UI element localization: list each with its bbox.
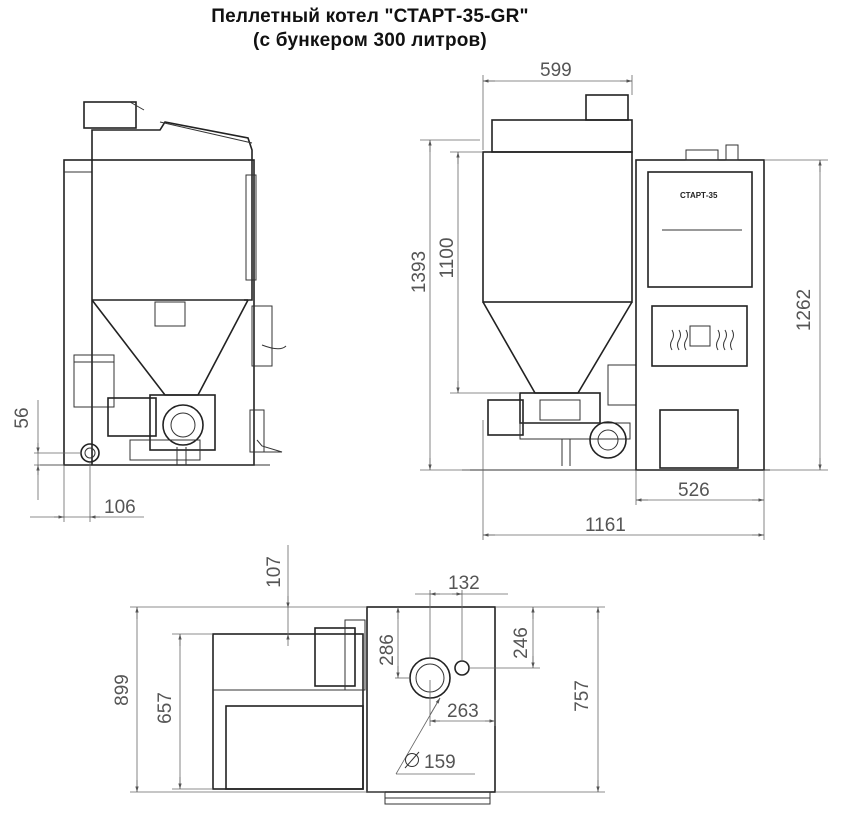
dim-1262: 1262 xyxy=(794,289,815,331)
top-view: 107 132 286 246 899 657 xyxy=(112,545,605,805)
side-outlet-pipe xyxy=(80,443,100,463)
dim-899: 899 xyxy=(112,674,133,706)
dim-599: 599 xyxy=(540,60,572,81)
side-burner-wheel xyxy=(162,404,204,446)
side-hopper-lid xyxy=(83,101,137,129)
front-hopper-top xyxy=(491,119,633,153)
dim-diameter-159: 159 xyxy=(424,752,456,773)
dim-757: 757 xyxy=(572,680,593,712)
top-hopper-body xyxy=(212,633,364,790)
front-display-screen xyxy=(689,325,711,347)
dim-1100: 1100 xyxy=(437,238,458,279)
side-burner-motor xyxy=(107,397,157,437)
dim-657: 657 xyxy=(155,692,176,724)
front-feeder xyxy=(519,392,601,424)
front-hopper-lid xyxy=(585,94,629,121)
side-hopper-cone xyxy=(91,299,249,396)
dim-132: 132 xyxy=(448,573,480,594)
front-control-panel xyxy=(651,305,748,367)
dim-526: 526 xyxy=(678,480,710,501)
side-view: 56 106 xyxy=(12,101,287,522)
front-auger-wheel xyxy=(589,421,627,459)
front-view: СТАРТ-35 599 1393 1100 xyxy=(409,60,828,540)
flame-icon xyxy=(670,329,688,351)
flame-icon xyxy=(716,329,734,351)
diagram-subtitle: (с бункером 300 литров) xyxy=(253,30,487,51)
front-upper-door xyxy=(647,171,753,288)
top-feeder xyxy=(314,627,356,687)
dim-107: 107 xyxy=(264,556,285,588)
side-hopper-outline xyxy=(91,121,253,465)
front-nameplate: СТАРТ-35 xyxy=(680,191,718,200)
diagram-title: Пеллетный котел "СТАРТ-35-GR" xyxy=(211,6,529,27)
top-connection-pipe xyxy=(454,660,470,676)
front-boiler-body xyxy=(635,159,765,471)
dim-56: 56 xyxy=(12,407,33,428)
front-feeder-motor xyxy=(487,399,524,436)
dim-246: 246 xyxy=(511,627,532,659)
dim-1161: 1161 xyxy=(585,515,626,536)
side-controller-box xyxy=(73,354,115,408)
dim-263: 263 xyxy=(447,701,479,722)
diameter-icon xyxy=(405,753,419,767)
dim-286: 286 xyxy=(377,634,398,666)
dim-106: 106 xyxy=(104,497,136,518)
side-inspection-hatch xyxy=(154,301,186,327)
front-hopper-cone xyxy=(482,301,633,394)
front-hopper-body xyxy=(482,151,633,303)
front-lower-door xyxy=(659,409,739,469)
dim-1393: 1393 xyxy=(409,251,430,293)
